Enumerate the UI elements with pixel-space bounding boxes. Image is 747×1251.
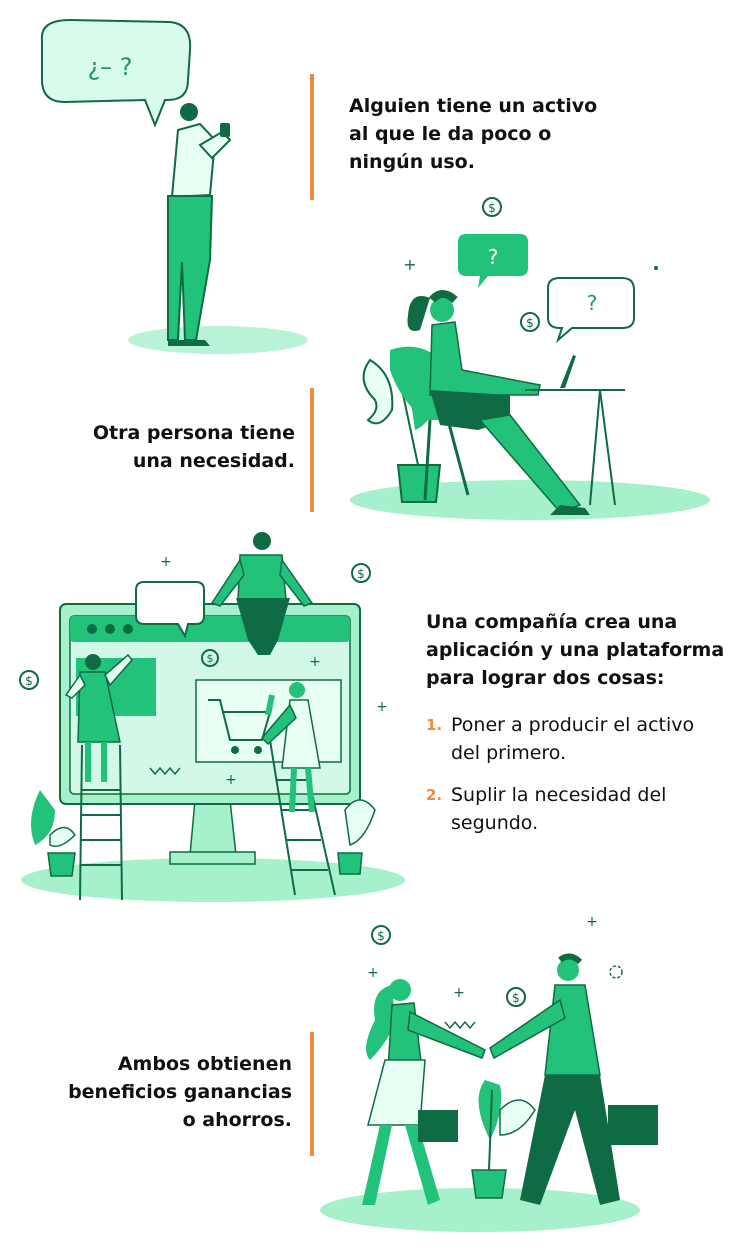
list-item: 2. Suplir la necesidad del segundo. [426,781,741,837]
svg-text:?: ? [488,245,499,269]
step-3-text: Una compañía crea una aplicación y una p… [426,611,725,689]
svg-text:+: + [367,965,379,981]
svg-text:$: $ [526,316,534,330]
woman-at-desk-illustration: $ + ? ? $ [350,197,710,520]
person-with-phone-illustration: ¿– ? [40,18,308,354]
svg-text:$: $ [357,567,365,581]
svg-text:$: $ [25,674,33,688]
svg-text:$: $ [207,652,214,665]
dollar-icon [19,670,39,690]
svg-text:+: + [225,772,237,788]
dollar-icon [482,197,502,217]
accent-bar [310,388,314,512]
bubble-text-first: ¿– ? [87,53,132,81]
svg-text:+: + [160,554,172,570]
dollar-icon [371,925,391,945]
dollar-icon [201,649,219,667]
svg-text:+: + [453,985,465,1001]
list-item: 1. Poner a producir el activo del primer… [426,711,741,767]
accent-bar [310,74,314,200]
dollar-icon [520,312,540,332]
svg-text:+: + [403,255,416,274]
list-number: 2. [426,786,443,804]
handshake-illustration: $ $ + + + [320,914,658,1232]
svg-text:$: $ [488,201,496,215]
dollar-icon [351,563,371,583]
step-4-text: Ambos obtienen beneficios ganancias o ah… [68,1053,292,1131]
svg-text:?: ? [587,291,598,315]
svg-text:+: + [586,914,598,930]
step-2-text: Otra persona tiene una necesidad. [92,422,295,472]
list-number: 1. [426,716,443,734]
svg-text:$: $ [377,929,385,943]
platform-monitor-illustration: + $ $ + $ + + [19,532,405,902]
dollar-icon [506,987,526,1007]
svg-text:+: + [376,699,388,715]
svg-text:+: + [309,654,321,670]
svg-text:$: $ [512,991,520,1005]
accent-bar [310,1032,314,1156]
step-1-text: Alguien tiene un activo al que le da poc… [349,95,598,173]
step-3-list: 1. Poner a producir el activo del primer… [426,711,741,851]
